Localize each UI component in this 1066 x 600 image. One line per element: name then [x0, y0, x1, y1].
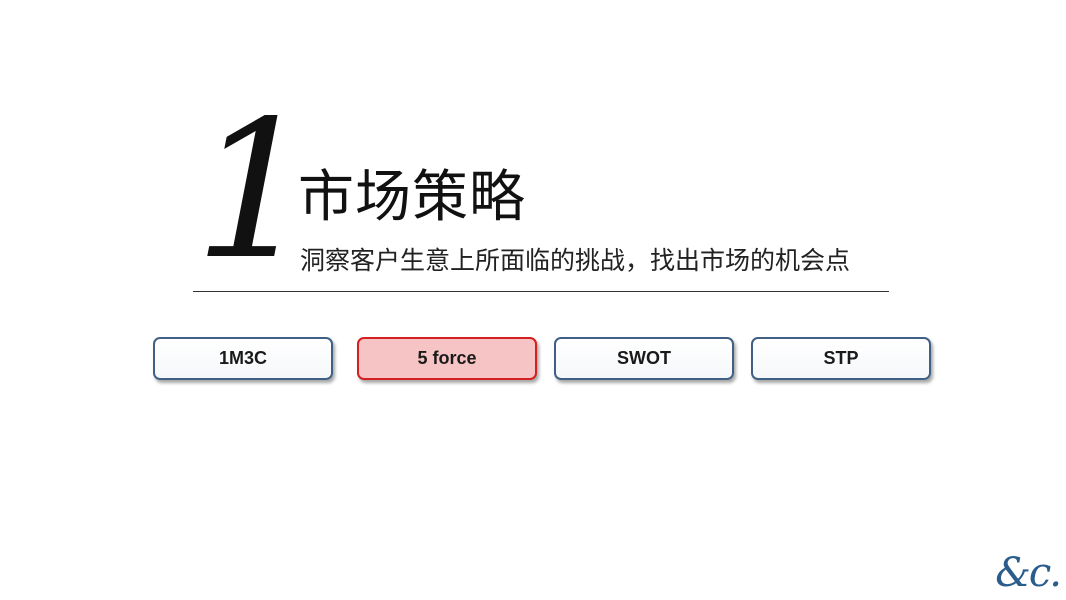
tab-5-force[interactable]: 5 force — [357, 337, 537, 380]
slide-subtitle: 洞察客户生意上所面临的挑战，找出市场的机会点 — [300, 246, 851, 275]
tab-1m3c[interactable]: 1M3C — [153, 337, 333, 380]
title-divider — [193, 291, 889, 292]
section-number: 1 — [194, 80, 315, 301]
tab-swot[interactable]: SWOT — [554, 337, 734, 380]
slide-title: 市场策略 — [298, 165, 526, 230]
tab-stp[interactable]: STP — [751, 337, 931, 380]
brand-logo: &c. — [995, 550, 1062, 596]
